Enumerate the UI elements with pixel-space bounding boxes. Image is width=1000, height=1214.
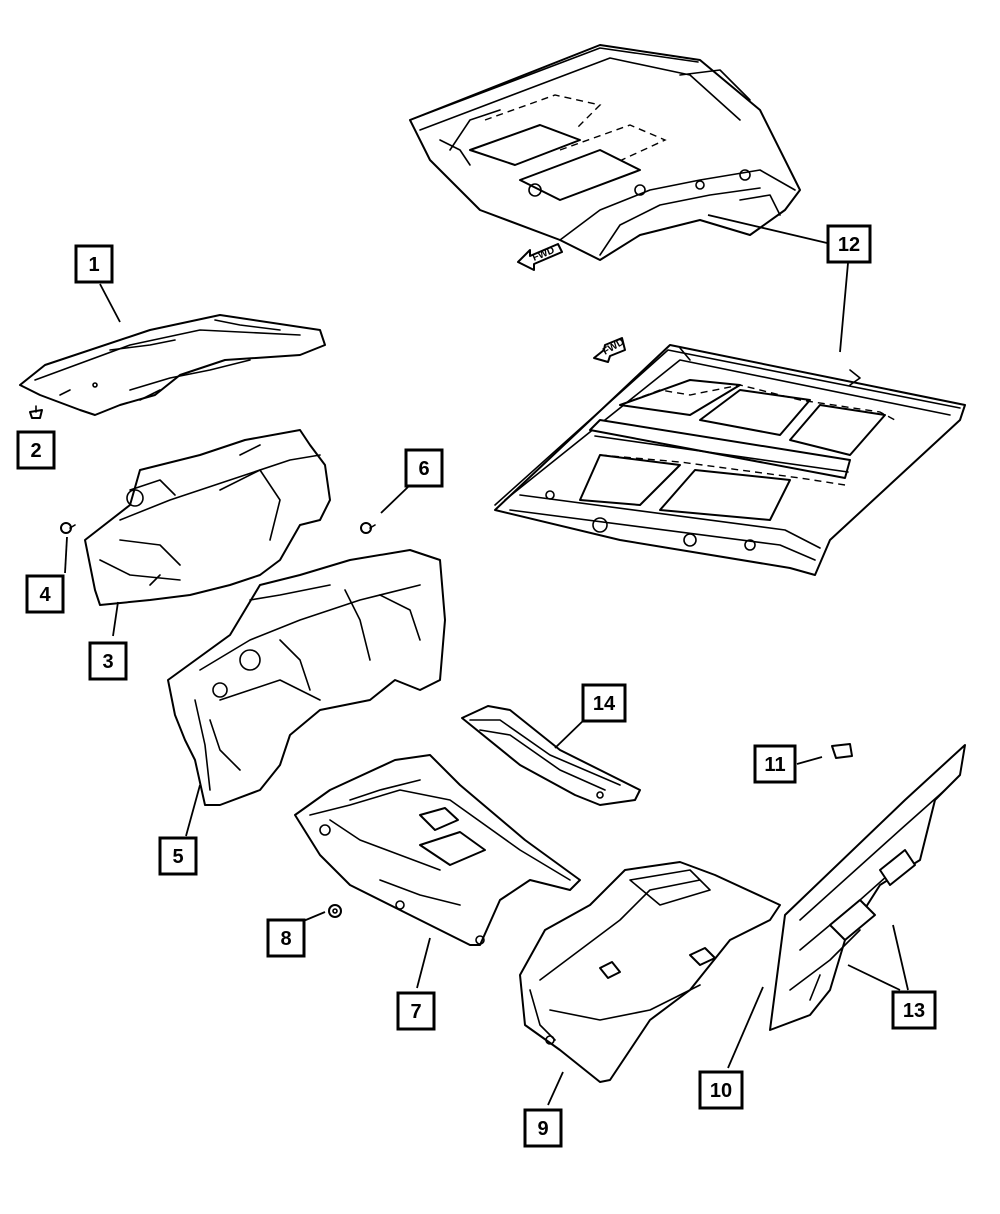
callout-1-label: 1 — [88, 254, 99, 276]
callout-9-label: 9 — [537, 1118, 548, 1140]
callout-5-label: 5 — [172, 846, 183, 868]
callout-3: 3 — [88, 641, 128, 681]
fwd-arrow-top-icon: FWD — [517, 243, 563, 271]
callout-2-label: 2 — [30, 440, 41, 462]
leader-lines — [64, 214, 909, 1106]
headliner-clip-icon — [29, 405, 43, 419]
callout-8: 8 — [266, 918, 306, 958]
callout-13-label: 13 — [903, 1000, 925, 1022]
callout-14-label: 14 — [593, 693, 616, 715]
clip-11-icon — [831, 743, 853, 759]
callout-14: 14 — [581, 683, 627, 723]
callout-12-label: 12 — [838, 234, 860, 256]
callout-9: 9 — [523, 1108, 563, 1148]
callout-10: 10 — [698, 1070, 744, 1110]
callout-11-label: 11 — [764, 754, 785, 776]
roof-panel-upper — [409, 44, 801, 261]
dash-insulator — [167, 549, 446, 806]
headliner — [19, 314, 326, 416]
tunnel-shield — [461, 705, 641, 806]
callout-7: 7 — [396, 991, 436, 1031]
push-pin-8-icon — [328, 904, 342, 918]
callout-11: 11 — [753, 744, 797, 784]
callout-3-label: 3 — [102, 651, 113, 673]
callout-4-label: 4 — [39, 584, 51, 606]
callout-13: 13 — [891, 990, 937, 1030]
rear-floor-silencer — [519, 861, 781, 1083]
callout-2: 2 — [16, 430, 56, 470]
callout-5: 5 — [158, 836, 198, 876]
fwd-arrow-mid-icon: FWD — [593, 337, 626, 363]
callout-6: 6 — [404, 448, 444, 488]
callout-7-label: 7 — [410, 1001, 421, 1023]
roof-panel-lower — [494, 344, 966, 576]
callout-12: 12 — [826, 224, 872, 264]
fwd-label-top: FWD — [531, 245, 556, 264]
callout-6-label: 6 — [418, 458, 429, 480]
push-pin-6-icon — [360, 522, 376, 534]
callout-10-label: 10 — [710, 1080, 732, 1102]
callout-4: 4 — [25, 574, 65, 614]
rear-wall-silencer — [769, 744, 966, 1031]
dash-silencer-upper — [84, 429, 331, 606]
front-floor-silencer — [294, 754, 581, 946]
callout-8-label: 8 — [280, 928, 291, 950]
push-pin-4-icon — [60, 522, 76, 534]
callout-1: 1 — [74, 244, 114, 284]
